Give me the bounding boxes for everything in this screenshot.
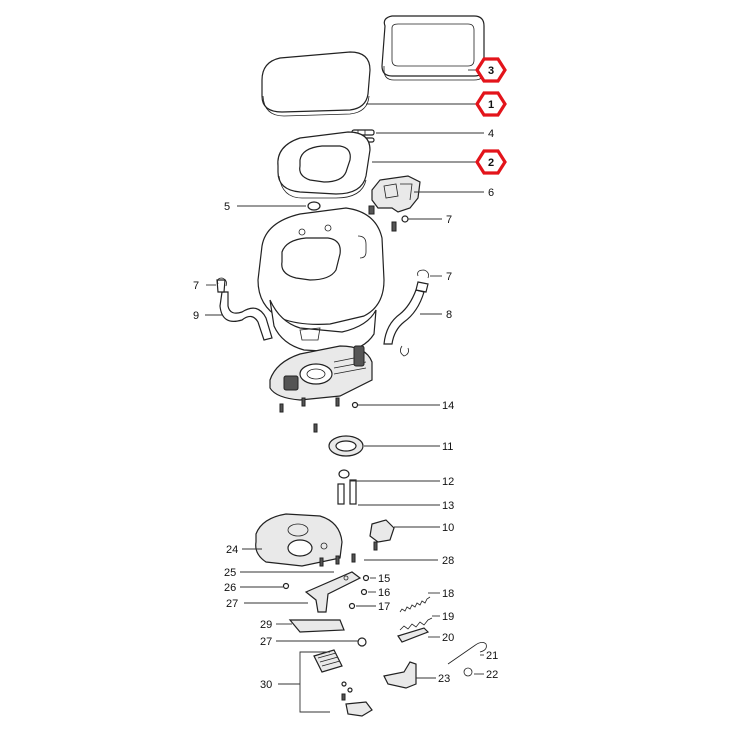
callout-21-label: 21 xyxy=(486,650,498,662)
part-8-hose xyxy=(383,281,429,357)
callout-8-label: 8 xyxy=(446,309,452,321)
part-11-seal xyxy=(328,435,364,457)
callout-20-label: 20 xyxy=(442,632,454,644)
part-6-bracket xyxy=(368,175,421,232)
callout-3-hexagon[interactable]: 3 xyxy=(475,57,507,83)
part-21-hook xyxy=(447,642,487,665)
callout-6-label: 6 xyxy=(488,187,494,199)
valve-screws xyxy=(279,397,359,433)
part-13-screws xyxy=(337,479,357,505)
callout-18-label: 18 xyxy=(442,588,454,600)
callout-26-label: 26 xyxy=(224,582,236,594)
callout-17-label: 17 xyxy=(378,601,390,613)
callout-19-label: 19 xyxy=(442,611,454,623)
part-1-lid xyxy=(261,51,371,117)
callout-27a-label: 27 xyxy=(226,598,238,610)
part-26-washer xyxy=(282,582,290,590)
callout-10-label: 10 xyxy=(442,522,454,534)
callout-15-label: 15 xyxy=(378,573,390,585)
callout-14-label: 14 xyxy=(442,400,454,412)
part-17-washer xyxy=(348,602,356,610)
part-28-linkage xyxy=(304,571,362,613)
part-12-nut xyxy=(338,469,350,479)
part-7-clip-right xyxy=(417,269,429,279)
part-7-clip-left xyxy=(217,277,227,287)
part-16-clip xyxy=(360,588,368,596)
callout-16-label: 16 xyxy=(378,587,390,599)
callout-27b-label: 27 xyxy=(260,636,272,648)
callout-28-label: 28 xyxy=(442,555,454,567)
part-22-ring xyxy=(463,667,473,677)
callout-9-label: 9 xyxy=(193,310,199,322)
part-27-bolt xyxy=(357,637,367,647)
part-30-pedal xyxy=(313,649,373,717)
part-10-fitting xyxy=(369,519,395,551)
part-24-base xyxy=(255,513,343,567)
part-19-spring xyxy=(399,617,433,631)
part-29-lever xyxy=(288,619,345,633)
part-5-ring xyxy=(307,201,321,211)
part-23-arm xyxy=(383,661,417,689)
callout-3-label: 3 xyxy=(488,65,494,77)
callout-12-label: 12 xyxy=(442,476,454,488)
callout-7b-label: 7 xyxy=(193,280,199,292)
part-18-spring xyxy=(399,596,431,613)
part-25-screws xyxy=(319,553,356,567)
callout-4-label: 4 xyxy=(488,128,494,140)
callout-25-label: 25 xyxy=(224,567,236,579)
toilet-body xyxy=(257,207,385,353)
part-20-rod xyxy=(397,627,430,643)
leader-lines xyxy=(205,69,484,713)
part-15-pin xyxy=(362,574,370,582)
callout-1-label: 1 xyxy=(488,99,494,111)
valve-assembly xyxy=(269,345,373,401)
callout-2-hexagon[interactable]: 2 xyxy=(475,149,507,175)
callout-22-label: 22 xyxy=(486,669,498,681)
part-9-hose xyxy=(216,279,273,341)
callout-1-hexagon[interactable]: 1 xyxy=(475,91,507,117)
callout-23-label: 23 xyxy=(438,673,450,685)
callout-5-label: 5 xyxy=(224,201,230,213)
callout-13-label: 13 xyxy=(442,500,454,512)
callout-7c-label: 7 xyxy=(446,271,452,283)
callout-2-label: 2 xyxy=(488,157,494,169)
callout-29-label: 29 xyxy=(260,619,272,631)
callout-7a-label: 7 xyxy=(446,214,452,226)
callout-11-label: 11 xyxy=(442,441,453,453)
callout-24-label: 24 xyxy=(226,544,238,556)
part-2-seat xyxy=(277,131,371,199)
callout-30-label: 30 xyxy=(260,679,272,691)
